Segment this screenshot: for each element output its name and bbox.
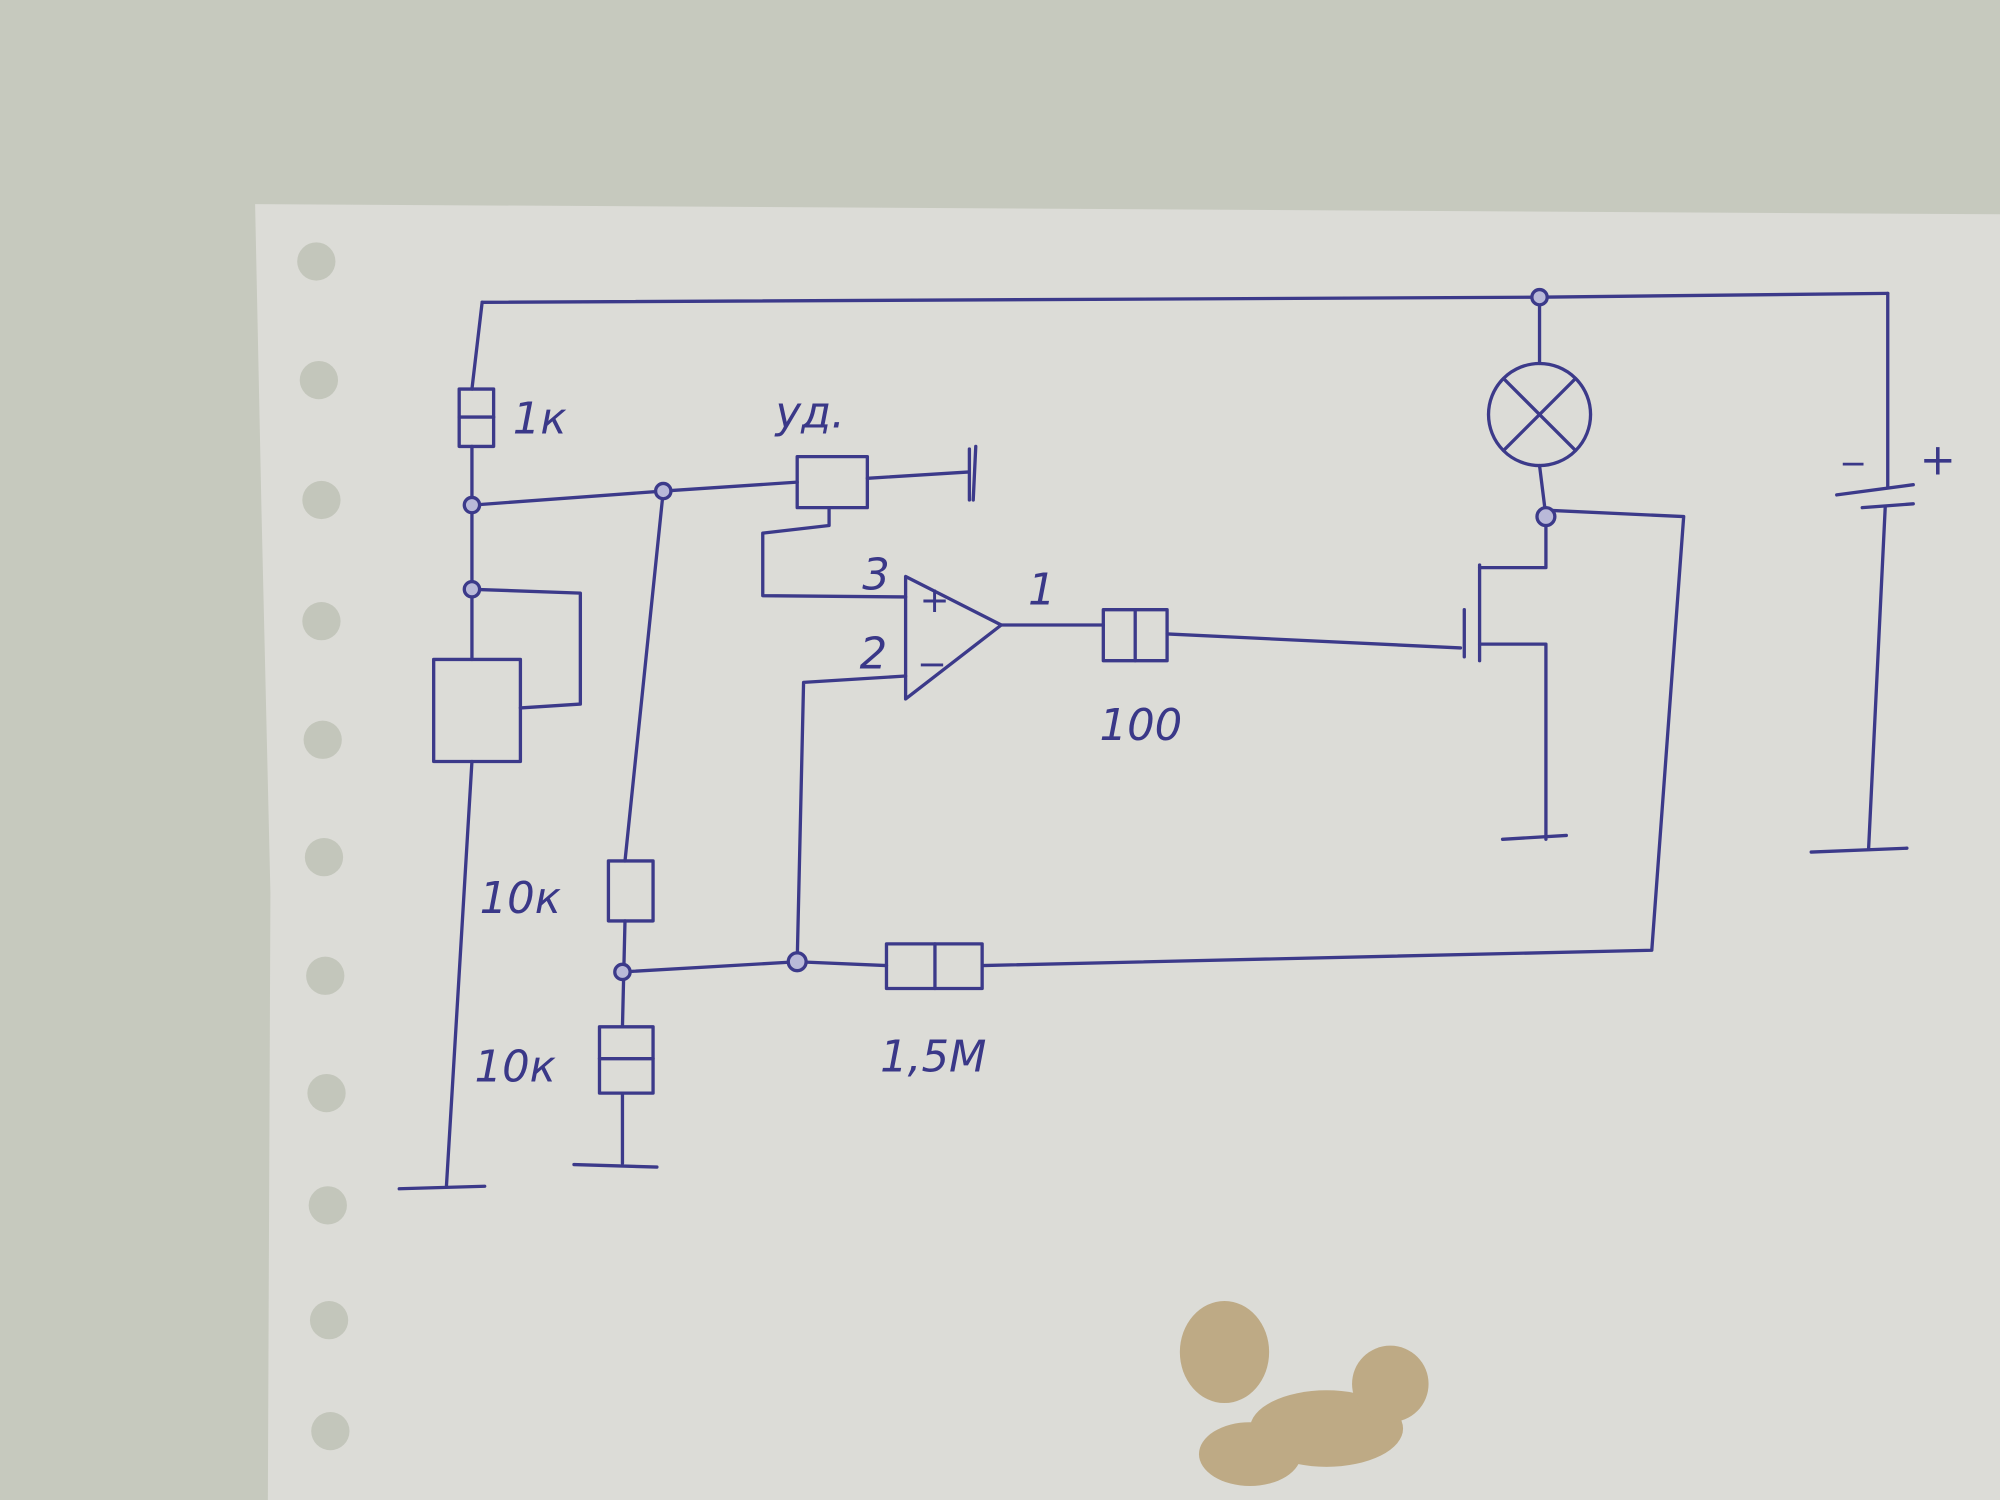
label-battery-minus: − — [1839, 443, 1867, 482]
label-minus-input: − — [917, 644, 947, 685]
resistor-10k-upper — [606, 859, 655, 923]
mosfet — [1462, 563, 1482, 663]
label-pin2: 2 — [860, 629, 888, 679]
label-r-feedback: 1,5М — [880, 1032, 986, 1082]
junction-nodes — [462, 287, 1557, 982]
label-r-gate: 100 — [1099, 701, 1182, 751]
binder-holes — [297, 242, 350, 1451]
op-amp — [903, 574, 1003, 701]
stain — [1179, 1301, 1429, 1486]
label-pin1: 1 — [1028, 566, 1056, 616]
label-r-bottom: 10к — [474, 1043, 555, 1093]
grounds — [397, 833, 1909, 1191]
battery-icon — [1835, 483, 1915, 510]
paper-sheet — [255, 204, 2000, 1500]
sensor-element — [432, 657, 523, 764]
label-battery-plus: + — [1920, 435, 1956, 485]
label-pin3: 3 — [862, 550, 890, 600]
label-r-top: 1к — [513, 395, 567, 445]
potentiometer — [795, 454, 870, 510]
label-plus-input: + — [920, 580, 950, 621]
lamp-icon — [1486, 361, 1593, 468]
label-pot: уд. — [774, 388, 845, 438]
label-r-mid: 10к — [480, 874, 561, 924]
pot-capacitor-end — [967, 444, 978, 502]
